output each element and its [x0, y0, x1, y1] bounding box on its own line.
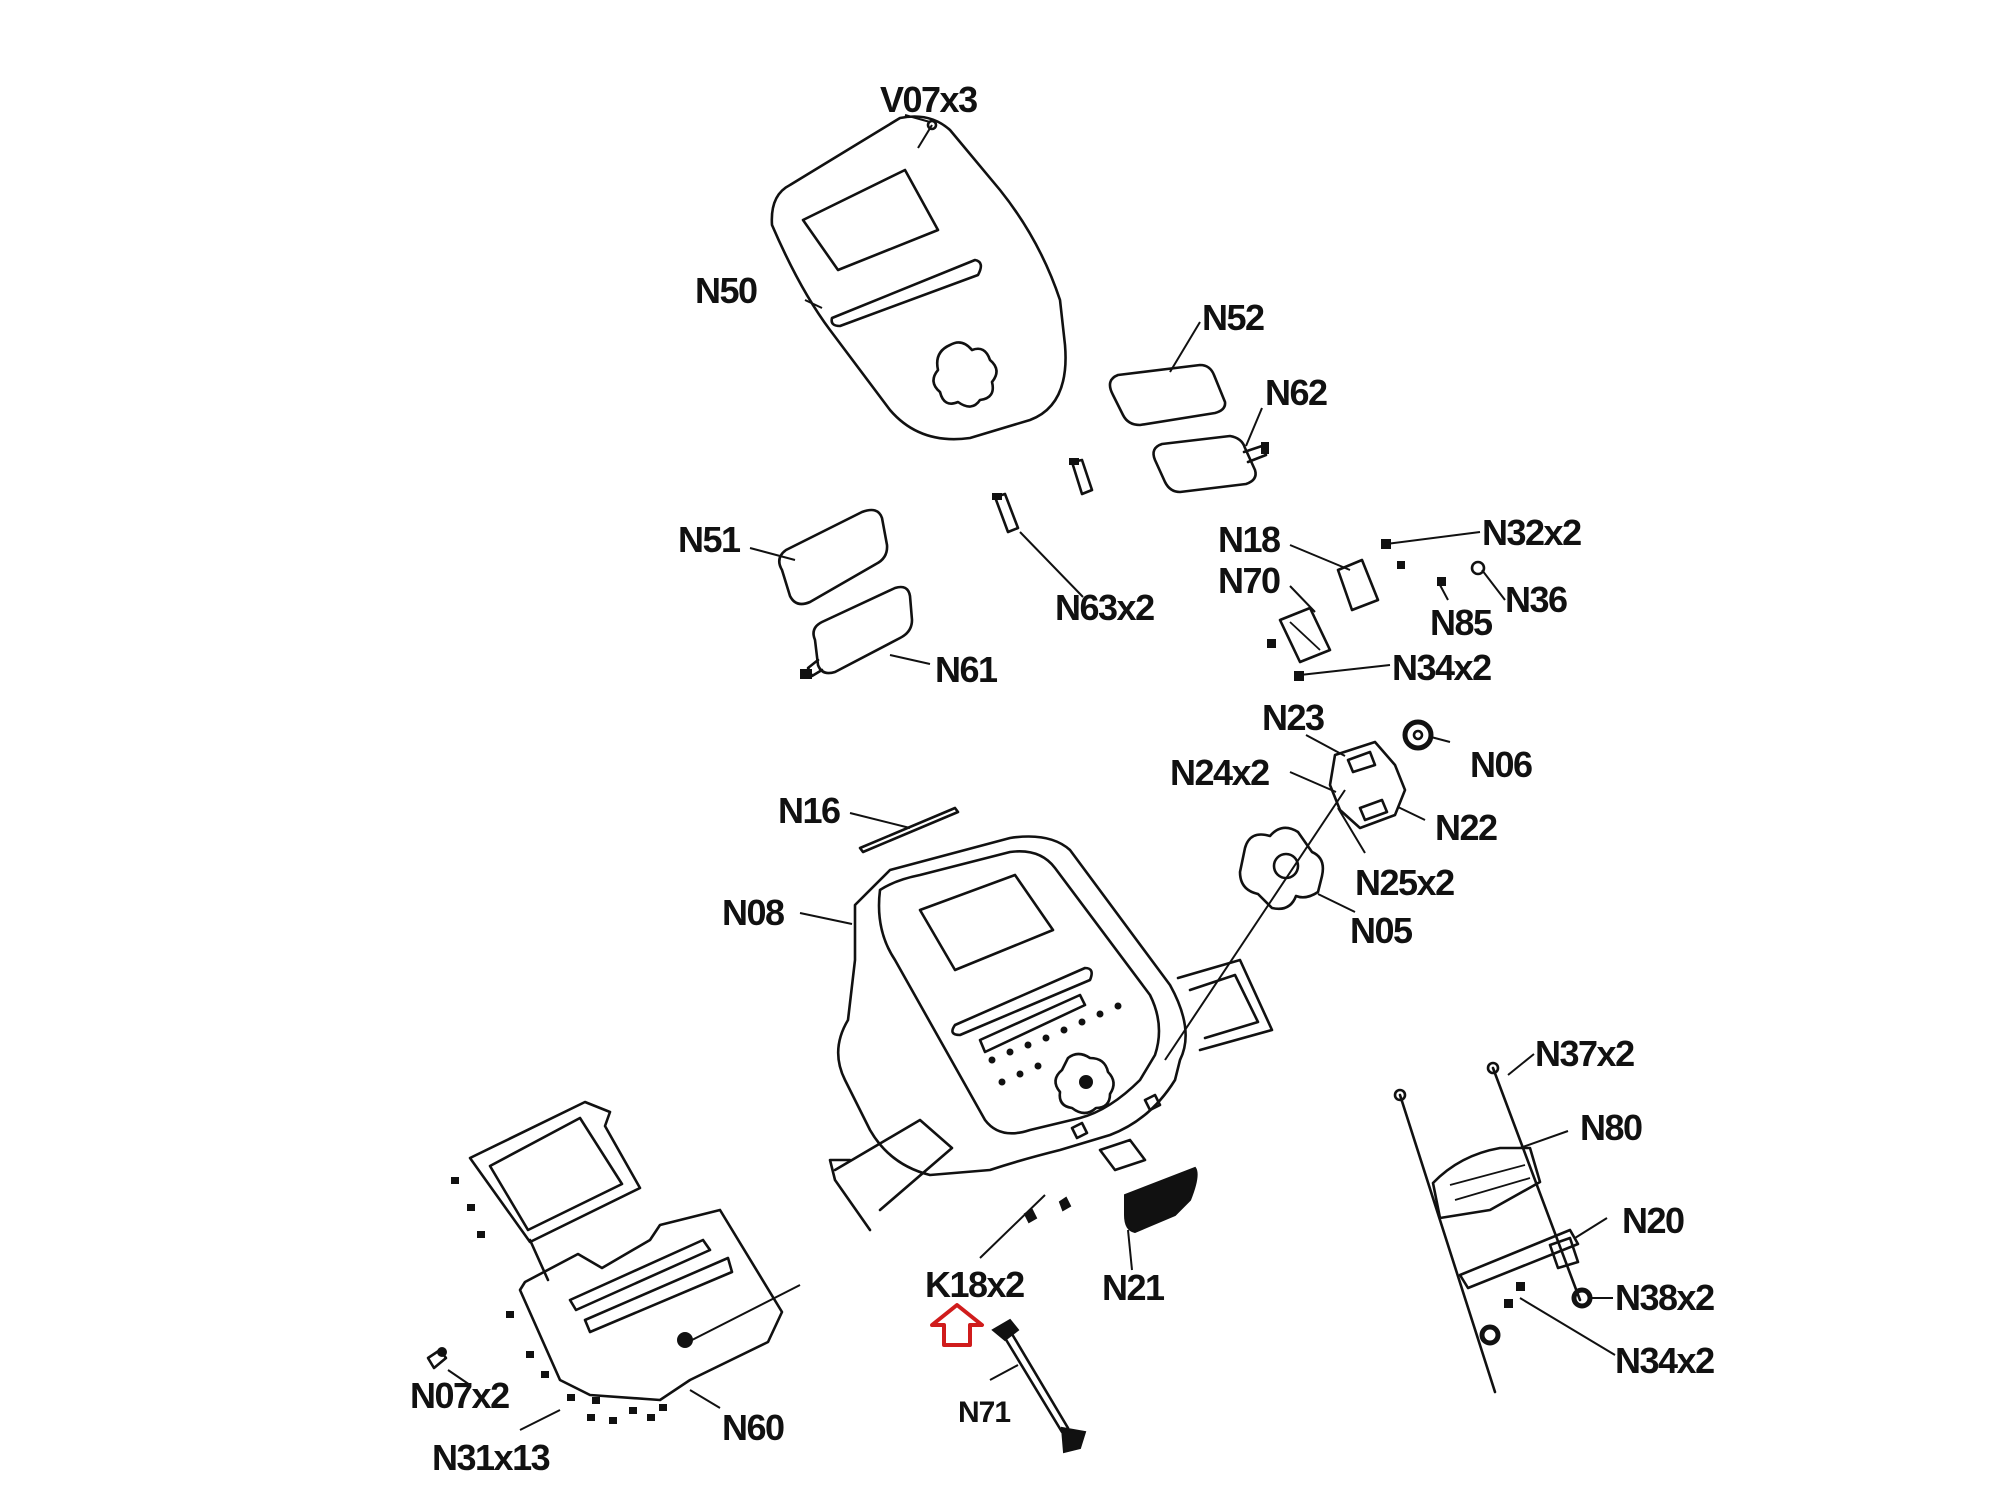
label-n80: N80 — [1580, 1107, 1642, 1148]
label-n63: N63x2 — [1055, 587, 1154, 628]
part-n16-strip — [858, 806, 960, 854]
label-n05: N05 — [1350, 910, 1413, 951]
label-n70: N70 — [1218, 560, 1280, 601]
part-n62 — [1152, 434, 1269, 494]
label-n22: N22 — [1435, 807, 1497, 848]
label-n34-top: N34x2 — [1392, 647, 1491, 688]
label-n32: N32x2 — [1482, 512, 1581, 553]
part-n08-console — [828, 835, 1274, 1232]
label-n16: N16 — [778, 790, 840, 831]
label-n85: N85 — [1430, 602, 1493, 643]
part-n80-assembly — [1393, 1061, 1593, 1394]
part-v07-screw — [904, 114, 938, 149]
label-n38: N38x2 — [1615, 1277, 1714, 1318]
label-n23: N23 — [1262, 697, 1324, 738]
label-v07: V07x3 — [880, 79, 977, 120]
part-n50-overlay — [770, 115, 1067, 441]
label-n25: N25x2 — [1355, 862, 1454, 903]
label-n51: N51 — [678, 519, 741, 560]
label-n21: N21 — [1102, 1267, 1165, 1308]
highlight-arrow-icon — [930, 1303, 984, 1347]
console-buttons — [988, 1002, 1122, 1086]
label-n37: N37x2 — [1535, 1033, 1634, 1074]
label-n07: N07x2 — [410, 1375, 509, 1416]
part-n63-connectors — [992, 458, 1094, 534]
label-k18: K18x2 — [925, 1264, 1024, 1305]
label-n08: N08 — [722, 892, 784, 933]
leader-lines — [447, 299, 1616, 1431]
part-n60-board — [468, 1100, 801, 1402]
label-n61: N61 — [935, 649, 998, 690]
part-k18-screws — [979, 1194, 1072, 1259]
label-n24: N24x2 — [1170, 752, 1269, 793]
part-knob-assembly — [1164, 719, 1434, 1061]
label-n34-bottom: N34x2 — [1615, 1340, 1714, 1381]
label-n50: N50 — [695, 270, 757, 311]
label-n18: N18 — [1218, 519, 1280, 560]
label-n62: N62 — [1265, 372, 1327, 413]
label-n71: N71 — [958, 1396, 1010, 1429]
label-n52: N52 — [1202, 297, 1264, 338]
part-n31-screws — [451, 1177, 667, 1424]
label-n31: N31x13 — [432, 1437, 550, 1478]
part-n71-rod — [989, 1318, 1087, 1454]
part-n18-n70-assembly — [1267, 539, 1486, 681]
part-n52 — [1108, 363, 1227, 427]
part-n51 — [777, 508, 889, 606]
label-n60: N60 — [722, 1407, 784, 1448]
part-n61 — [800, 585, 914, 679]
part-labels: V07x3 N50 N52 N62 N51 N63x2 N61 N18 N70 … — [410, 79, 1716, 1478]
label-n06: N06 — [1470, 744, 1532, 785]
part-n07-bolt — [426, 1347, 448, 1370]
label-n20: N20 — [1622, 1200, 1684, 1241]
part-n21-grille — [1124, 1166, 1198, 1234]
label-n36: N36 — [1505, 579, 1567, 620]
